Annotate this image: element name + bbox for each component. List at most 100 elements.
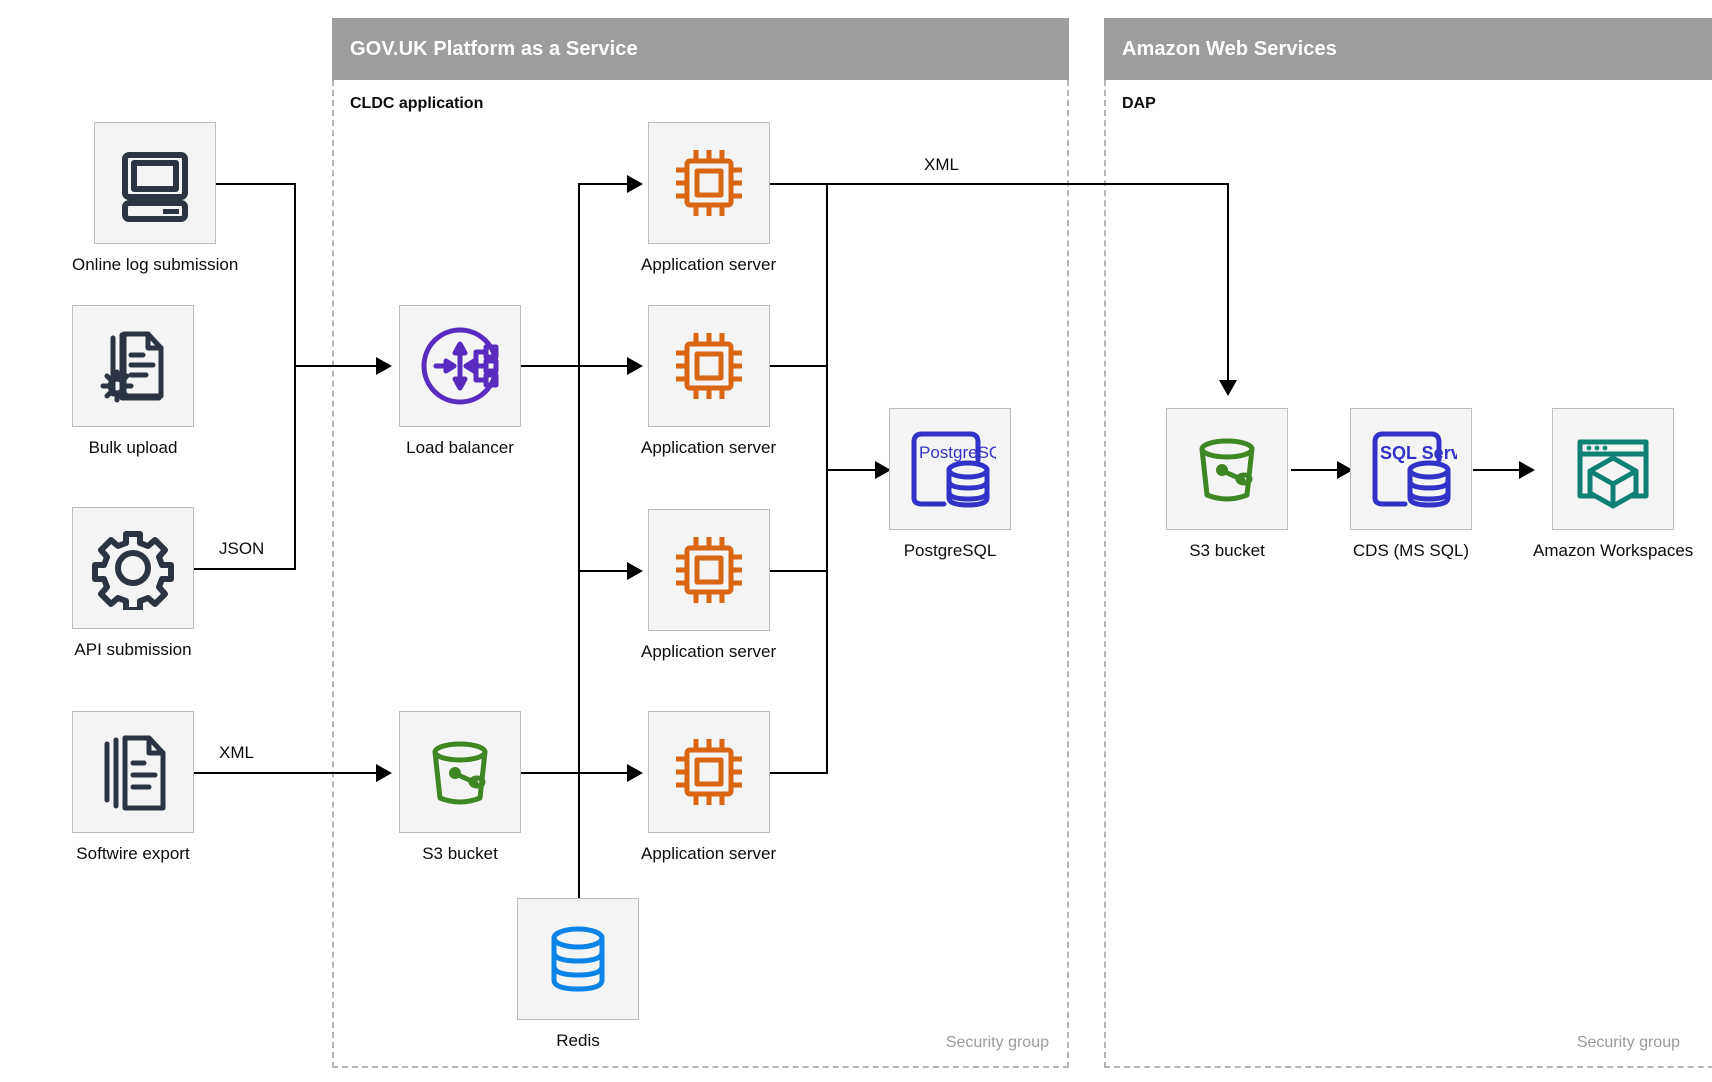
amazon-workspaces-icon <box>1570 428 1656 510</box>
edge-label-xml-softwire: XML <box>215 743 258 763</box>
node-label-softwire-export: Softwire export <box>76 844 190 863</box>
security-group-label-paas: Security group <box>945 1034 1049 1051</box>
node-label-redis: Redis <box>556 1031 600 1050</box>
postgresql-icon-text: PostgreSQL <box>919 443 996 462</box>
node-redis[interactable]: Redis <box>517 898 639 1051</box>
node-box-postgresql: PostgreSQL <box>889 408 1011 530</box>
node-application-server-4[interactable]: Application server <box>641 711 776 864</box>
group-title-paas: GOV.UK Platform as a Service <box>350 37 638 60</box>
edge-collector-to-postgres <box>826 469 889 471</box>
node-application-server-1[interactable]: Application server <box>641 122 776 275</box>
arrowhead-cds <box>1337 461 1353 479</box>
arrowhead-s3-aws <box>1219 380 1237 396</box>
edge-softwire-to-s3 <box>194 772 386 774</box>
edge-s3-to-app4 <box>521 772 581 774</box>
node-s3-bucket-aws[interactable]: S3 bucket <box>1166 408 1288 561</box>
edge-xml-to-aws-h <box>762 183 1229 185</box>
node-label-application-server-1: Application server <box>641 255 777 274</box>
node-online-log-submission[interactable]: Online log submission <box>72 122 238 275</box>
edge-online-log-h <box>194 183 295 185</box>
edge-bus-to-lb <box>294 365 385 367</box>
group-box-aws <box>1104 80 1712 1068</box>
edge-api-v <box>294 365 296 570</box>
edge-s3aws-to-cds <box>1291 469 1350 471</box>
edge-cds-to-workspaces <box>1473 469 1532 471</box>
node-label-amazon-workspaces: Amazon Workspaces <box>1533 541 1694 560</box>
arrowhead-app-server-4 <box>627 764 643 782</box>
node-box-load-balancer <box>399 305 521 427</box>
node-softwire-export[interactable]: Softwire export <box>72 711 194 864</box>
s3-bucket-icon <box>418 730 502 814</box>
group-header-paas: GOV.UK Platform as a Service <box>332 18 1069 80</box>
group-title-aws: Amazon Web Services <box>1122 37 1337 60</box>
node-cds-ms-sql[interactable]: SQL Server CDS (MS SQL) <box>1350 408 1472 561</box>
edge-spine-to-app3 <box>578 570 641 572</box>
node-box-application-server-1 <box>647 122 770 244</box>
arrowhead-app-server-1 <box>627 175 643 193</box>
cpu-chip-icon <box>667 324 751 408</box>
cpu-chip-icon <box>667 141 751 225</box>
edge-redis-up <box>578 775 580 898</box>
node-box-online-log-submission <box>94 122 217 244</box>
arrowhead-workspaces <box>1519 461 1535 479</box>
node-load-balancer[interactable]: Load balancer <box>399 305 521 458</box>
edge-lb-spine <box>578 183 580 775</box>
edge-api-h <box>194 568 295 570</box>
node-label-s3-bucket-paas: S3 bucket <box>422 844 498 863</box>
edge-app2-out <box>762 365 828 367</box>
node-label-application-server-3: Application server <box>641 642 777 661</box>
node-api-submission[interactable]: API submission <box>72 507 194 660</box>
edge-spine-to-app4 <box>578 772 641 774</box>
arrowhead-app-server-3 <box>627 562 643 580</box>
document-gear-icon <box>91 324 175 408</box>
postgresql-icon: PostgreSQL <box>904 426 996 512</box>
cpu-chip-icon <box>667 528 751 612</box>
arrowhead-load-balancer <box>376 357 392 375</box>
node-box-cds-ms-sql: SQL Server <box>1350 408 1472 530</box>
edge-online-log-v <box>294 183 296 365</box>
node-box-redis <box>517 898 639 1020</box>
edge-xml-to-aws-v <box>1227 183 1229 383</box>
group-box-paas <box>332 80 1069 1068</box>
edge-app3-out <box>762 570 828 572</box>
node-label-load-balancer: Load balancer <box>406 438 514 457</box>
node-box-amazon-workspaces <box>1552 408 1675 530</box>
edge-collector-spine <box>826 183 828 774</box>
group-sublabel-dap: DAP <box>1122 95 1156 112</box>
group-sublabel-cldc: CLDC application <box>350 95 484 112</box>
arrowhead-s3-paas <box>376 764 392 782</box>
node-box-s3-bucket-aws <box>1166 408 1288 530</box>
desktop-computer-icon <box>113 141 197 225</box>
node-box-api-submission <box>72 507 194 629</box>
arrowhead-app-server-2 <box>627 357 643 375</box>
gear-icon <box>91 526 175 610</box>
sql-server-icon-text: SQL Server <box>1380 443 1457 463</box>
node-application-server-3[interactable]: Application server <box>641 509 776 662</box>
node-postgresql[interactable]: PostgreSQL PostgreSQL <box>889 408 1011 561</box>
sql-server-icon: SQL Server <box>1365 426 1457 512</box>
node-label-cds-ms-sql: CDS (MS SQL) <box>1352 541 1470 560</box>
node-label-application-server-2: Application server <box>641 438 777 457</box>
stacked-documents-icon <box>91 730 175 814</box>
edge-app4-out <box>762 772 828 774</box>
node-label-application-server-4: Application server <box>641 844 777 863</box>
node-bulk-upload[interactable]: Bulk upload <box>72 305 194 458</box>
arrowhead-postgresql <box>875 461 891 479</box>
node-s3-bucket-paas[interactable]: S3 bucket <box>399 711 521 864</box>
node-amazon-workspaces[interactable]: Amazon Workspaces <box>1533 408 1693 561</box>
edge-lb-out <box>521 365 580 367</box>
node-box-application-server-2 <box>647 305 770 427</box>
security-group-label-aws: Security group <box>1576 1034 1680 1051</box>
edge-label-json: JSON <box>215 539 269 559</box>
database-cylinder-icon <box>540 921 616 997</box>
node-box-softwire-export <box>72 711 194 833</box>
edge-label-xml-to-s3: XML <box>920 155 963 175</box>
edge-spine-to-app1 <box>578 183 641 185</box>
node-label-api-submission: API submission <box>74 640 192 659</box>
node-label-bulk-upload: Bulk upload <box>88 438 178 457</box>
node-label-postgresql: PostgreSQL <box>903 541 997 560</box>
node-box-application-server-4 <box>647 711 770 833</box>
node-box-bulk-upload <box>72 305 194 427</box>
node-application-server-2[interactable]: Application server <box>641 305 776 458</box>
